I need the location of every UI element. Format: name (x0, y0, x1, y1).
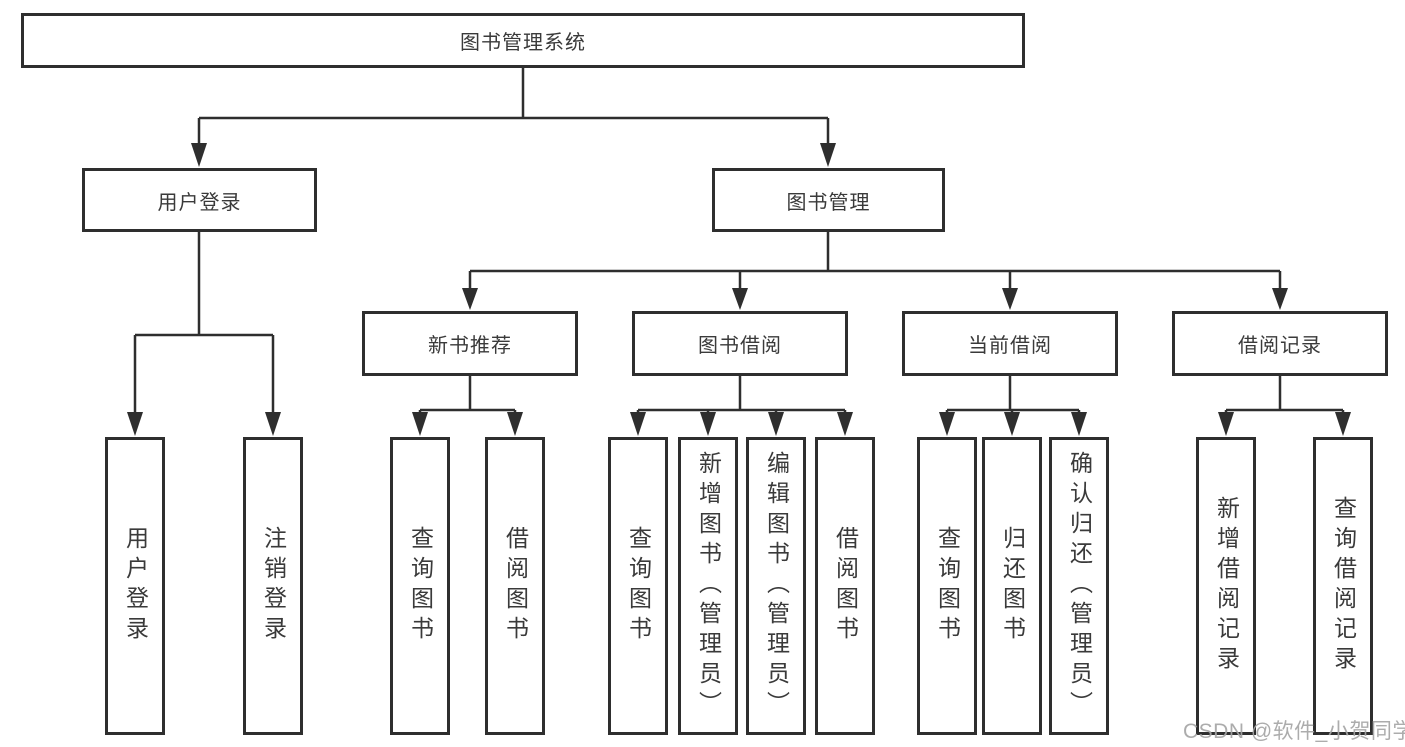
leaf-query-books-current: 查询图书 (917, 437, 977, 735)
leaf-edit-books-admin: 编辑图书（管理员） (746, 437, 806, 735)
node-label: 归还图书 (999, 526, 1026, 646)
node-label: 借阅图书 (502, 526, 529, 646)
leaf-user-login: 用户登录 (105, 437, 165, 735)
node-label: 用户登录 (157, 191, 242, 214)
node-label: 图书管理系统 (460, 32, 586, 54)
node-label: 新增图书（管理员） (695, 451, 722, 721)
leaf-query-borrow-record: 查询借阅记录 (1313, 437, 1373, 735)
node-label: 图书借阅 (698, 335, 782, 357)
node-book-management: 图书管理 (712, 168, 945, 232)
node-label: 图书管理 (786, 191, 871, 214)
node-label: 查询图书 (934, 526, 961, 646)
leaf-borrow-books-recommend: 借阅图书 (485, 437, 545, 735)
leaf-confirm-return-admin: 确认归还（管理员） (1049, 437, 1109, 735)
node-label: 编辑图书（管理员） (763, 451, 790, 721)
node-label: 新书推荐 (428, 335, 512, 357)
leaf-query-books-borrow: 查询图书 (608, 437, 668, 735)
node-label: 新增借阅记录 (1213, 496, 1240, 676)
node-current-borrowing: 当前借阅 (902, 311, 1118, 376)
leaf-logout: 注销登录 (243, 437, 303, 735)
node-label: 查询借阅记录 (1330, 496, 1357, 676)
node-label: 当前借阅 (968, 335, 1052, 357)
leaf-add-borrow-record: 新增借阅记录 (1196, 437, 1256, 735)
node-label: 确认归还（管理员） (1066, 451, 1093, 721)
leaf-borrow-books: 借阅图书 (815, 437, 875, 735)
node-label: 用户登录 (122, 526, 149, 646)
node-label: 借阅记录 (1238, 335, 1322, 357)
leaf-query-books-recommend: 查询图书 (390, 437, 450, 735)
node-book-borrowing: 图书借阅 (632, 311, 848, 376)
node-borrowing-records: 借阅记录 (1172, 311, 1388, 376)
leaf-return-books: 归还图书 (982, 437, 1042, 735)
node-label: 借阅图书 (832, 526, 859, 646)
node-new-book-recommendation: 新书推荐 (362, 311, 578, 376)
node-label: 查询图书 (407, 526, 434, 646)
node-user-login: 用户登录 (82, 168, 317, 232)
node-label: 查询图书 (625, 526, 652, 646)
leaf-add-books-admin: 新增图书（管理员） (678, 437, 738, 735)
csdn-watermark: CSDN @软件_小贺同学 (1183, 720, 1405, 743)
node-library-management-system: 图书管理系统 (21, 13, 1025, 68)
node-label: 注销登录 (260, 526, 287, 646)
